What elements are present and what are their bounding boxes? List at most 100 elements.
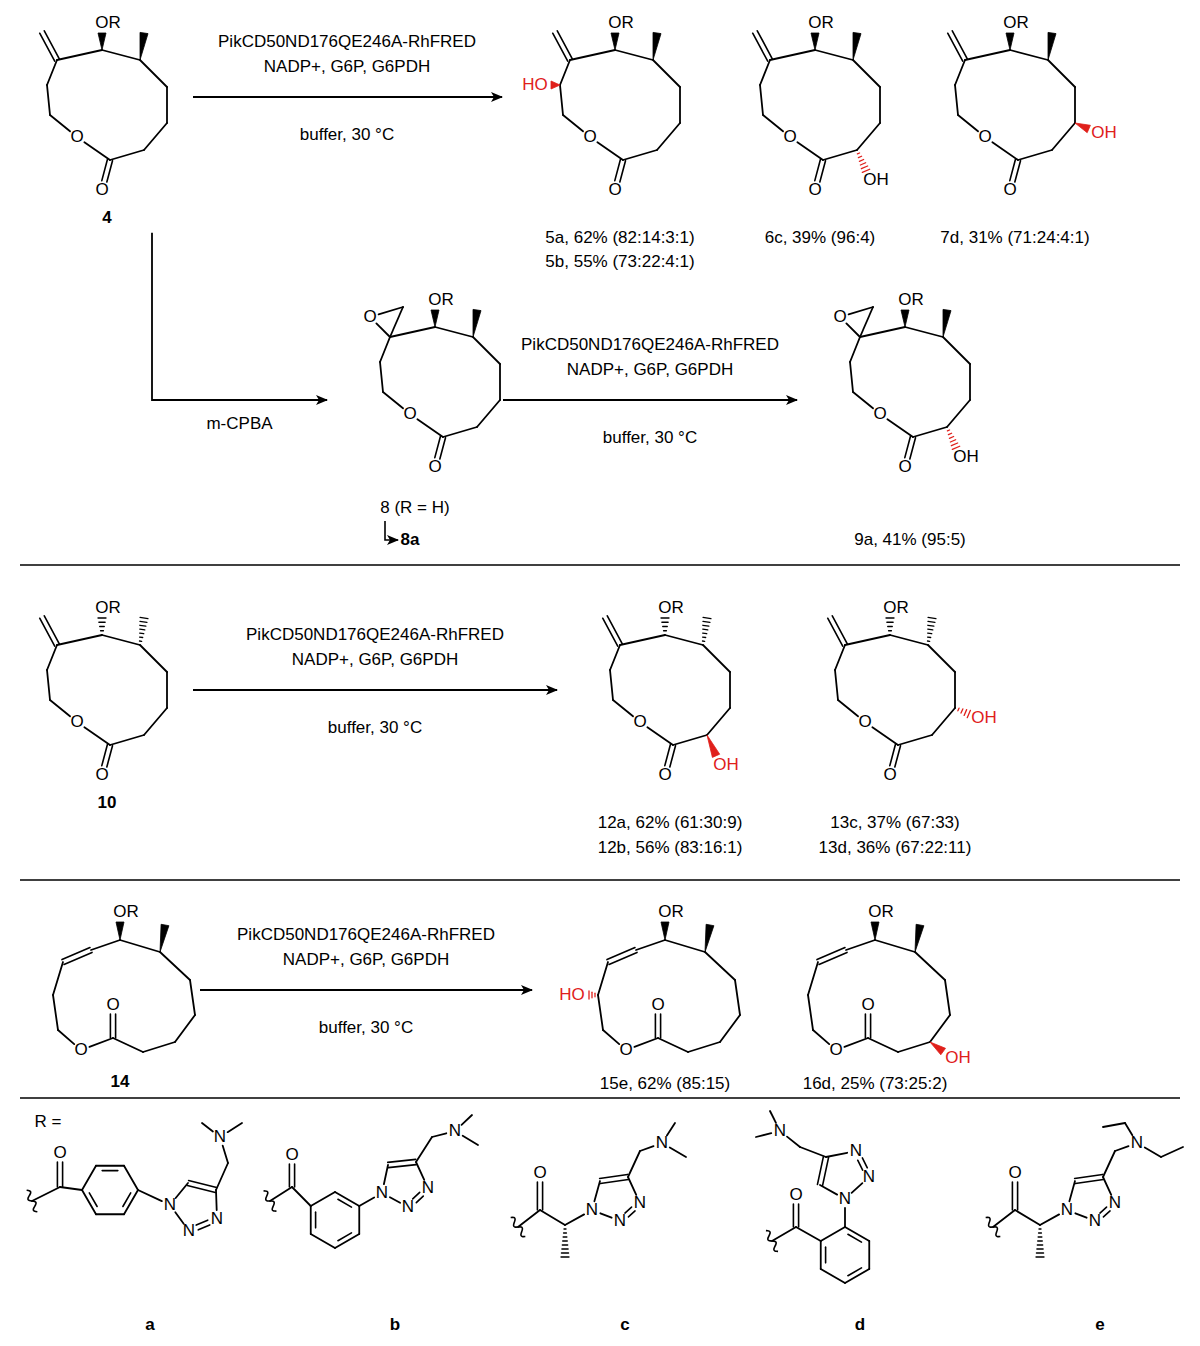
- atom-label: N: [850, 1141, 862, 1161]
- reaction-arrow: [193, 689, 557, 691]
- bond-line: [857, 123, 880, 150]
- atom-label: O: [583, 127, 596, 147]
- bond-line: [665, 940, 705, 952]
- bond-line: [958, 708, 959, 711]
- bond-line: [703, 636, 706, 638]
- bond-line: [289, 1164, 291, 1187]
- bond-line: [858, 156, 861, 157]
- bond-line: [628, 1151, 640, 1177]
- bond-line: [772, 1227, 796, 1241]
- atom-label: O: [533, 1163, 546, 1183]
- bond-line: [50, 700, 70, 716]
- bond-line: [102, 635, 140, 645]
- atom-label: N: [656, 1133, 668, 1153]
- bond-line: [817, 948, 845, 960]
- bond-line: [808, 995, 813, 1030]
- bond-line: [705, 952, 735, 980]
- bond-line: [613, 700, 633, 716]
- bond-line: [47, 60, 57, 85]
- wedge-bond: [943, 309, 951, 337]
- atom-label: O: [898, 457, 911, 477]
- atom-label: OR: [868, 902, 894, 922]
- bond-line: [561, 1256, 569, 1257]
- reagent-label: buffer, 30 °C: [326, 718, 424, 738]
- bond-line: [787, 1137, 800, 1147]
- bond-line: [932, 708, 955, 735]
- bond-line: [1074, 87, 1076, 123]
- atom-label: OR: [608, 13, 634, 33]
- bond-line: [383, 392, 403, 408]
- wedge-bond: [611, 33, 619, 50]
- bond-line: [850, 362, 853, 392]
- bond-line: [166, 87, 168, 123]
- bond-line: [417, 419, 443, 437]
- bond-line: [1052, 123, 1075, 150]
- bond-line: [670, 1148, 686, 1157]
- bond-line: [1040, 1214, 1059, 1225]
- bond-line: [955, 60, 965, 85]
- bond-line: [310, 1206, 312, 1234]
- bond-line: [620, 161, 626, 182]
- bond-line: [416, 1137, 432, 1162]
- bond-line: [84, 142, 110, 160]
- compound-label: b: [390, 1315, 400, 1335]
- bond-line: [657, 123, 680, 150]
- bond-line: [1103, 1123, 1125, 1127]
- reagent-label: buffer, 30 °C: [298, 125, 396, 145]
- bond-line: [1115, 1146, 1129, 1151]
- bond-line: [653, 60, 680, 87]
- wedge-bond: [116, 922, 124, 940]
- wedge-bond: [853, 32, 861, 60]
- atom-label: O: [403, 404, 416, 424]
- bond-line: [1010, 50, 1048, 60]
- wedge-bond: [140, 32, 148, 60]
- bond-line: [703, 621, 710, 622]
- bond-line: [600, 1213, 611, 1217]
- bond-line: [860, 327, 905, 337]
- wedge-bond: [661, 922, 669, 940]
- bond-line: [140, 621, 147, 622]
- bond-line: [1075, 1180, 1103, 1184]
- atom-label: O: [883, 765, 896, 785]
- bond-line: [190, 980, 195, 1015]
- bond-line: [166, 672, 168, 708]
- bond-line: [384, 1165, 388, 1184]
- substituent-structure: NONNNb: [240, 1105, 465, 1340]
- compound-structure: OROOOH6c, 39% (96:4): [715, 0, 910, 270]
- bond-line: [443, 427, 477, 437]
- atom-label: OR: [1003, 13, 1029, 33]
- bond-line: [215, 1190, 217, 1210]
- bond-line: [720, 1015, 740, 1042]
- atom-label: O: [1003, 180, 1016, 200]
- bond-line: [825, 1247, 827, 1263]
- bond-line: [815, 50, 853, 60]
- bond-line: [958, 115, 978, 131]
- wedge-bond: [901, 310, 909, 327]
- bond-line: [376, 323, 390, 337]
- bond-line: [563, 1236, 567, 1237]
- compound-structure: OROOOOH9a, 41% (95:5): [800, 274, 1015, 560]
- bond-line: [928, 636, 931, 638]
- reagent-label: PikCD50ND176QE246A-RhFRED: [216, 32, 478, 52]
- bond-line: [462, 1115, 472, 1125]
- bond-line: [107, 161, 113, 182]
- bond-line: [859, 159, 863, 161]
- bond-line: [835, 645, 845, 670]
- bond-line: [848, 1234, 862, 1242]
- bond-line: [615, 50, 653, 60]
- bond-line: [860, 307, 873, 337]
- bond-line: [888, 626, 893, 627]
- bond-line: [380, 362, 383, 392]
- bond-line: [89, 1038, 113, 1047]
- bond-line: [673, 735, 707, 745]
- bond-line: [50, 115, 70, 131]
- bond-line: [703, 625, 709, 627]
- atom-label: N: [1109, 1193, 1121, 1213]
- wedge-bond: [871, 922, 879, 940]
- bond-line: [591, 992, 592, 998]
- compound-label: 10: [98, 793, 117, 813]
- compound-structure: ORHOOO15e, 62% (85:15): [535, 885, 745, 1097]
- wavy-bond: [511, 1217, 526, 1236]
- substituent-structure: NONNNa: [10, 1105, 235, 1340]
- atom-label: N: [214, 1127, 226, 1147]
